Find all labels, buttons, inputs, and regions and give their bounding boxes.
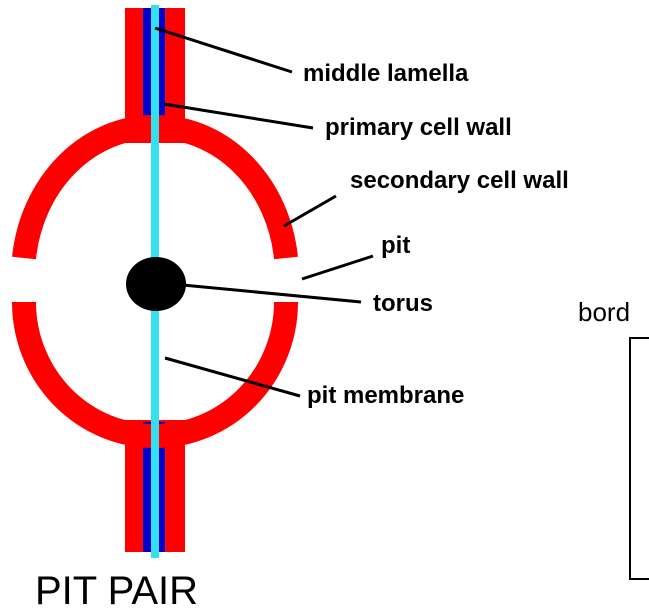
secondary-wall-lower-right-arc — [155, 302, 286, 436]
label-cropped-bord: bord — [578, 297, 630, 327]
secondary-wall-upper-right-arc — [155, 127, 286, 258]
label-pit: pit — [381, 232, 410, 259]
cropped-panel-frame — [630, 338, 649, 579]
diagram-title: PIT PAIR — [35, 569, 198, 613]
leader-secondary-cell-wall — [284, 196, 336, 226]
label-middle-lamella: middle lamella — [303, 60, 469, 87]
label-torus: torus — [373, 290, 433, 317]
label-secondary-cell-wall: secondary cell wall — [350, 167, 569, 194]
leader-pit — [302, 256, 373, 279]
label-pit-membrane: pit membrane — [307, 382, 464, 409]
secondary-wall-upper-left-arc — [24, 127, 155, 258]
leader-torus — [172, 284, 361, 302]
secondary-wall-lower-left-arc — [24, 302, 155, 436]
label-primary-cell-wall: primary cell wall — [325, 114, 512, 141]
